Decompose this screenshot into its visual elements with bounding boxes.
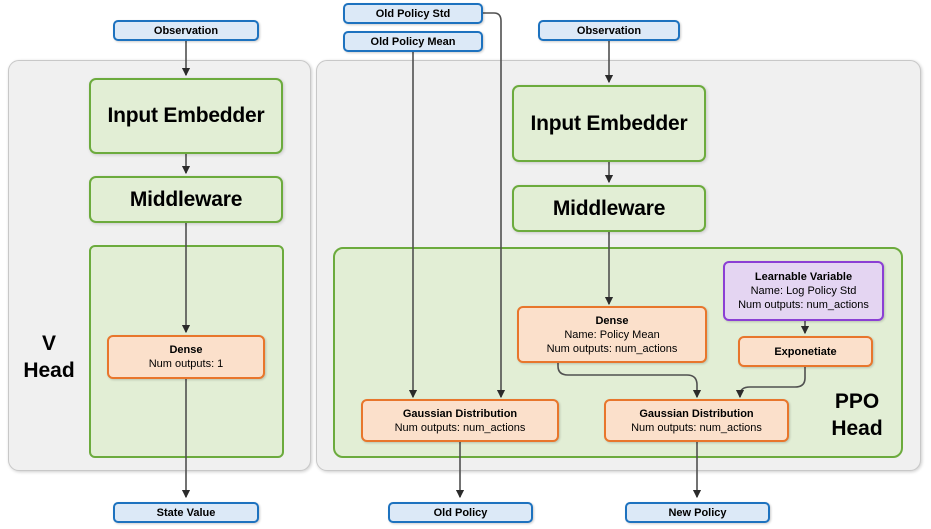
- dense-policy-mean-num-outputs: Num outputs: num_actions: [546, 342, 678, 355]
- dense-policy-mean-box[interactable]: Dense Name: Policy Mean Num outputs: num…: [517, 306, 707, 363]
- new-policy-output-label: New Policy: [668, 506, 727, 519]
- dense-policy-mean-name: Name: Policy Mean: [564, 328, 660, 341]
- exponetiate-label: Exponetiate: [774, 345, 837, 358]
- ppo-head-observation-label: Observation: [576, 24, 642, 37]
- ppo-head-title: PPO Head: [812, 388, 902, 442]
- v-head-middleware-box[interactable]: Middleware: [89, 176, 283, 223]
- new-policy-output-box[interactable]: New Policy: [625, 502, 770, 523]
- gaussian-old-num-outputs: Num outputs: num_actions: [394, 421, 526, 434]
- ppo-head-observation-box[interactable]: Observation: [538, 20, 680, 41]
- ppo-head-title-line2: Head: [831, 417, 883, 440]
- ppo-head-input-embedder-box[interactable]: Input Embedder: [512, 85, 706, 162]
- old-policy-output-box[interactable]: Old Policy: [388, 502, 533, 523]
- old-policy-std-label: Old Policy Std: [375, 7, 451, 20]
- learnable-variable-name: Name: Log Policy Std: [750, 285, 857, 297]
- v-head-title: V Head: [10, 330, 88, 384]
- gaussian-new-num-outputs: Num outputs: num_actions: [631, 421, 762, 434]
- old-policy-std-box[interactable]: Old Policy Std: [343, 3, 483, 24]
- v-head-title-line1: V: [41, 332, 56, 355]
- v-head-observation-box[interactable]: Observation: [113, 20, 259, 41]
- learnable-variable-num-outputs: Num outputs: num_actions: [738, 299, 869, 311]
- v-head-dense-num-outputs: Num outputs: 1: [148, 358, 224, 370]
- learnable-variable-box[interactable]: Learnable Variable Name: Log Policy Std …: [723, 261, 884, 321]
- v-head-title-line2: Head: [23, 359, 75, 382]
- old-policy-mean-box[interactable]: Old Policy Mean: [343, 31, 483, 52]
- gaussian-distribution-old-box[interactable]: Gaussian Distribution Num outputs: num_a…: [361, 399, 559, 442]
- old-policy-mean-label: Old Policy Mean: [370, 35, 456, 48]
- gaussian-old-title: Gaussian Distribution: [402, 407, 518, 420]
- v-head-dense-title: Dense: [169, 344, 203, 356]
- ppo-head-middleware-box[interactable]: Middleware: [512, 185, 706, 232]
- v-head-input-embedder-box[interactable]: Input Embedder: [89, 78, 283, 154]
- state-value-box[interactable]: State Value: [113, 502, 259, 523]
- ppo-head-input-embedder-label: Input Embedder: [530, 111, 688, 135]
- v-head-observation-label: Observation: [153, 24, 219, 37]
- exponetiate-box[interactable]: Exponetiate: [738, 336, 873, 367]
- state-value-label: State Value: [156, 506, 216, 519]
- ppo-head-middleware-label: Middleware: [552, 196, 666, 220]
- gaussian-distribution-new-box[interactable]: Gaussian Distribution Num outputs: num_a…: [604, 399, 789, 442]
- learnable-variable-title: Learnable Variable: [754, 271, 853, 283]
- v-head-input-embedder-label: Input Embedder: [107, 104, 265, 127]
- old-policy-output-label: Old Policy: [433, 506, 488, 519]
- v-head-dense-box[interactable]: Dense Num outputs: 1: [107, 335, 265, 379]
- dense-policy-mean-title: Dense: [595, 314, 629, 327]
- ppo-head-title-line1: PPO: [834, 390, 880, 413]
- gaussian-new-title: Gaussian Distribution: [639, 407, 754, 420]
- v-head-middleware-label: Middleware: [129, 187, 243, 211]
